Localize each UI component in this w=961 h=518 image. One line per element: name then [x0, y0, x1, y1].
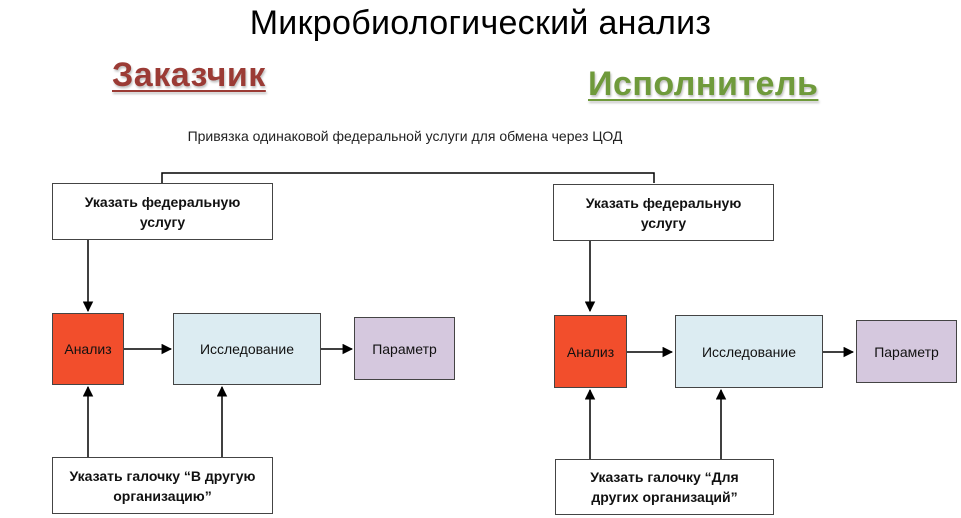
executor-federal-service-box: Указать федеральную услугу — [553, 184, 774, 241]
executor-analysis-label: Анализ — [566, 343, 615, 360]
customer-federal-service-label: Указать федеральную услугу — [84, 193, 241, 230]
customer-analysis-box: Анализ — [52, 313, 124, 385]
executor-federal-service-label: Указать федеральную услугу — [585, 194, 742, 231]
binding-bracket — [161, 172, 655, 183]
customer-heading: Заказчик — [112, 56, 266, 94]
executor-checkbox-box: Указать галочку “Для других организаций” — [555, 459, 774, 515]
binding-note: Привязка одинаковой федеральной услуги д… — [187, 128, 623, 144]
executor-research-label: Исследование — [701, 343, 797, 360]
executor-parameter-box: Параметр — [856, 320, 957, 383]
customer-parameter-label: Параметр — [372, 340, 437, 357]
executor-parameter-label: Параметр — [874, 343, 939, 360]
executor-research-box: Исследование — [675, 315, 823, 388]
customer-checkbox-label: Указать галочку “В другую организацию” — [69, 467, 256, 504]
executor-checkbox-label: Указать галочку “Для других организаций” — [590, 469, 739, 505]
customer-parameter-box: Параметр — [354, 317, 455, 380]
customer-federal-service-box: Указать федеральную услугу — [52, 183, 273, 240]
customer-research-box: Исследование — [173, 313, 321, 385]
customer-research-label: Исследование — [199, 341, 295, 357]
diagram-title: Микробиологический анализ — [249, 4, 712, 42]
executor-heading: Исполнитель — [588, 65, 819, 103]
customer-checkbox-box: Указать галочку “В другую организацию” — [52, 457, 273, 514]
executor-analysis-box: Анализ — [554, 315, 627, 388]
customer-analysis-label: Анализ — [64, 341, 112, 357]
